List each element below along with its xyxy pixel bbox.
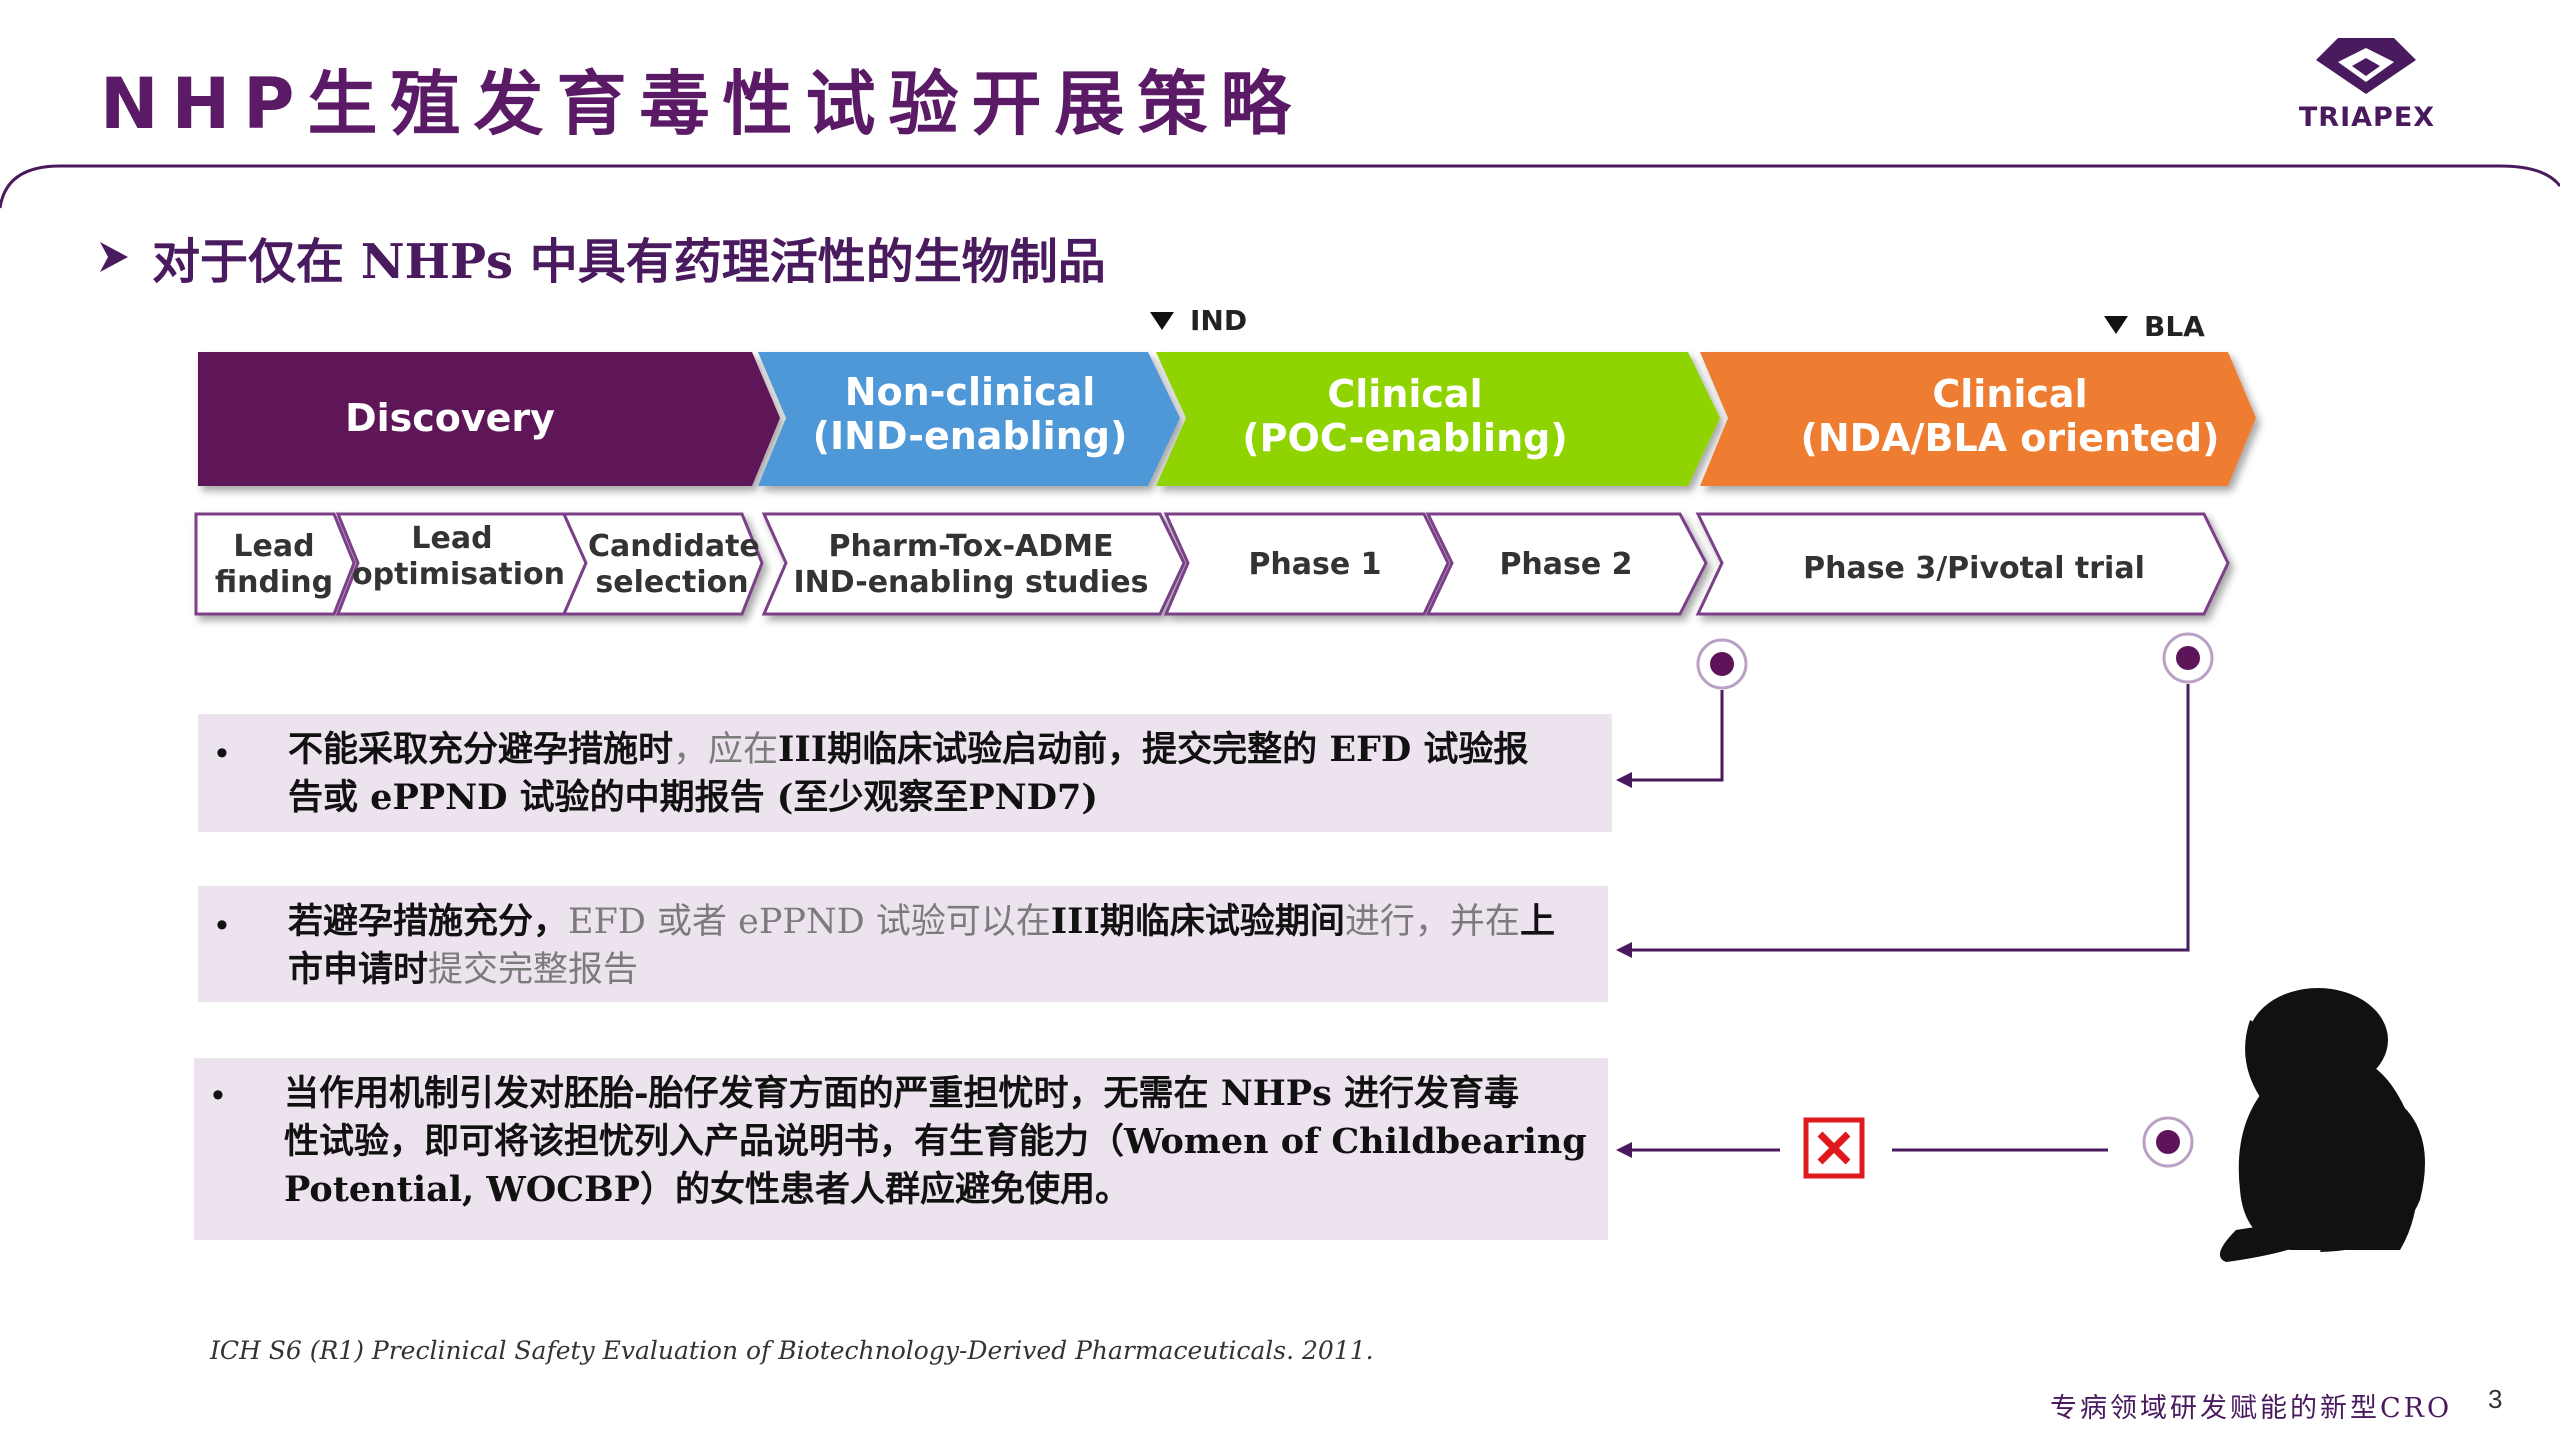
triapex-logo <box>2316 38 2416 94</box>
step-label: Phase 2 <box>1499 547 1633 582</box>
step-label: Pharm-Tox-ADME <box>828 529 1114 564</box>
ind-marker-label: IND <box>1190 304 1248 337</box>
arrowhead <box>1616 772 1632 788</box>
phase-arrow-discovery <box>198 352 780 486</box>
bullet-text-1: 不能采取充分避孕措施时，应在III期临床试验启动前，提交完整的 EFD 试验报 … <box>288 726 1598 822</box>
bullet-3-line: 当作用机制引发对胚胎-胎仔发育方面的严重担忧时，无需在 NHPs 进行发育毒 <box>284 1073 1519 1114</box>
bullet-dot: • <box>212 1076 224 1114</box>
step-label: finding <box>214 565 334 600</box>
bullet-3-line: Potential, WOCBP）的女性患者人群应避免使用。 <box>284 1169 1130 1210</box>
phase-label-clinical-nda: Clinical <box>1932 372 2088 416</box>
monkey-silhouette <box>2219 988 2425 1262</box>
bullet-2-part: 若避孕措施充分， <box>288 901 569 942</box>
step-label: IND-enabling studies <box>793 565 1149 600</box>
phase-label-nonclinical-sub: (IND-enabling) <box>812 414 1128 458</box>
phase-arrow-nonclinical <box>758 352 1180 486</box>
step-label: selection <box>595 565 749 600</box>
phase-label-nonclinical: Non-clinical <box>844 370 1096 414</box>
bullet-dot: • <box>216 734 228 772</box>
chevron-bullet-icon <box>100 242 128 272</box>
bullet-box <box>198 886 1608 1002</box>
bullet-text-3: 当作用机制引发对胚胎-胎仔发育方面的严重担忧时，无需在 NHPs 进行发育毒 性… <box>284 1070 1604 1214</box>
step-chevron <box>561 512 764 616</box>
phase-arrow-clinical-poc <box>1156 352 1720 486</box>
page-title: NHP生殖发育毒性试验开展策略 <box>100 63 1304 145</box>
header-divider <box>0 164 2560 209</box>
connector-line <box>1628 690 1724 782</box>
arrowhead <box>1616 1142 1632 1158</box>
bullet-2-part: III期临床试验期间 <box>1050 901 1345 942</box>
step-label: Candidate <box>588 529 760 564</box>
step-label: Lead <box>411 521 493 556</box>
phase-label-clinical-poc: Clinical <box>1327 372 1483 416</box>
step-label: optimisation <box>352 557 565 592</box>
step-chevron <box>194 512 356 616</box>
reject-x-icon <box>1803 1117 1865 1179</box>
phase-arrow-clinical-nda <box>1700 352 2256 486</box>
bullet-dot: • <box>216 906 228 944</box>
step-chevron <box>1695 512 2230 616</box>
reference-citation: ICH S6 (R1) Preclinical Safety Evaluatio… <box>210 1336 1374 1365</box>
bullet-1-part: III期临床试验启动前，提交完整的 EFD 试验报 <box>778 729 1529 770</box>
bullet-2-part: 上 <box>1519 901 1555 942</box>
step-chevron <box>1163 512 1450 616</box>
bullet-2-part: 进行，并在 <box>1344 902 1520 942</box>
circle-node-icon <box>2162 632 2214 684</box>
subtitle: 对于仅在 NHPs 中具有药理活性的生物制品 <box>152 234 1106 290</box>
connector-line <box>1628 684 2190 952</box>
arrowhead <box>1616 942 1632 958</box>
bullet-text-2: 若避孕措施充分，EFD 或者 ePPND 试验可以在III期临床试验期间进行，并… <box>288 898 1598 994</box>
phase-label-discovery: Discovery <box>345 396 555 440</box>
bullet-2-part: EFD 或者 ePPND 试验可以在 <box>568 902 1051 942</box>
circle-node-icon <box>2142 1116 2194 1168</box>
bullet-1-part: 不能采取充分避孕措施时 <box>288 729 674 770</box>
step-chevron <box>761 512 1186 616</box>
bullet-box <box>198 714 1612 832</box>
page-number: 3 <box>2488 1384 2503 1414</box>
down-triangle-icon <box>2104 316 2128 334</box>
step-label: Lead <box>233 529 315 564</box>
down-triangle-icon <box>1150 312 1174 330</box>
bullet-1-part: ，应在 <box>673 730 779 770</box>
circle-node-icon <box>1696 638 1748 690</box>
bullet-3-line: 性试验，即可将该担忧列入产品说明书，有生育能力（Women of Childbe… <box>284 1121 1587 1162</box>
bullet-box <box>194 1058 1608 1240</box>
logo-text: TRIAPEX <box>2298 102 2436 133</box>
phase-label-clinical-nda-sub: (NDA/BLA oriented) <box>1800 416 2220 460</box>
footer-tagline: 专病领域研发赋能的新型CRO <box>2050 1393 2453 1424</box>
bullet-1-part: 告或 ePPND 试验的中期报告 (至少观察至PND7) <box>288 777 1098 818</box>
phase-label-clinical-poc-sub: (POC-enabling) <box>1242 416 1568 460</box>
step-label: Phase 3/Pivotal trial <box>1803 551 2145 586</box>
bullet-2-part: 提交完整报告 <box>428 950 639 990</box>
bla-marker-label: BLA <box>2144 310 2205 343</box>
step-label: Phase 1 <box>1248 547 1382 582</box>
bullet-2-part: 市申请时 <box>288 949 429 990</box>
step-chevron <box>1425 512 1708 616</box>
